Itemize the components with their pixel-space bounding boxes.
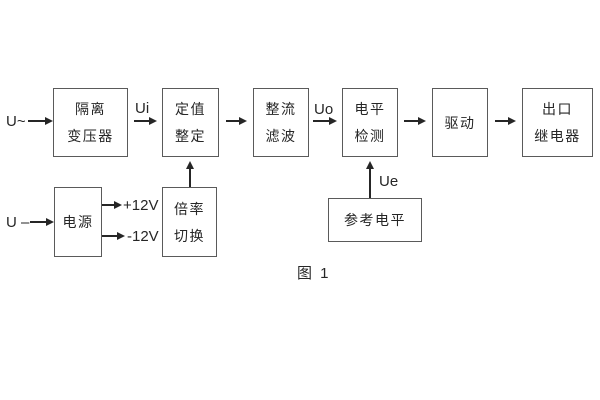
block-power-supply: 电源 <box>54 187 102 257</box>
arrow-ratio-to-setpoint <box>186 161 194 187</box>
arrow-isolation-to-setpoint <box>134 117 157 125</box>
dc-input-label: U – <box>6 214 30 231</box>
block-setpoint-adjustment: 定值 整定 <box>162 88 219 157</box>
block-ratio-switching: 倍率 切换 <box>162 187 217 257</box>
arrow-power-neg12v <box>102 232 125 240</box>
block-label-line: 继电器 <box>534 128 581 144</box>
block-label-line: 定值 <box>175 101 206 117</box>
block-label-line: 电平 <box>354 101 386 117</box>
block-label-line: 整定 <box>175 128 206 144</box>
arrow-reference-to-level <box>366 161 374 198</box>
block-label-line: 检测 <box>354 128 386 144</box>
block-label-line: 驱动 <box>444 114 476 131</box>
block-label-line: 切换 <box>174 227 205 244</box>
block-rectifier-filter: 整流 滤波 <box>253 88 309 157</box>
block-label-line: 变压器 <box>67 128 114 144</box>
block-label-line: 滤波 <box>265 128 297 144</box>
rail-label-neg12v: -12V <box>127 228 159 245</box>
block-driver: 驱动 <box>432 88 488 157</box>
signal-label-uo: Uo <box>314 101 334 118</box>
signal-label-ue: Ue <box>379 173 399 190</box>
arrow-dc-input-to-power <box>30 218 54 226</box>
block-isolation-transformer: 隔离 变压器 <box>53 88 128 157</box>
block-label-line: 电源 <box>62 214 94 230</box>
arrow-level-to-driver <box>404 117 426 125</box>
block-label-line: 整流 <box>265 101 297 117</box>
arrow-power-pos12v <box>102 201 122 209</box>
rail-label-pos12v: +12V <box>123 197 159 214</box>
signal-label-ui: Ui <box>135 100 150 117</box>
arrow-driver-to-relay <box>495 117 516 125</box>
block-output-relay: 出口 继电器 <box>522 88 593 157</box>
ac-input-label: U~ <box>6 113 26 130</box>
arrow-rectifier-to-level <box>313 117 337 125</box>
block-label-line: 参考电平 <box>344 212 406 228</box>
block-label-line: 倍率 <box>174 200 205 217</box>
block-level-detection: 电平 检测 <box>342 88 398 157</box>
block-reference-level: 参考电平 <box>328 198 422 242</box>
block-label-line: 隔离 <box>75 101 106 117</box>
arrow-setpoint-to-rectifier <box>226 117 247 125</box>
arrow-ac-input-to-isolation <box>28 117 53 125</box>
figure-caption: 图 1 <box>297 265 331 282</box>
block-label-line: 出口 <box>542 101 573 117</box>
